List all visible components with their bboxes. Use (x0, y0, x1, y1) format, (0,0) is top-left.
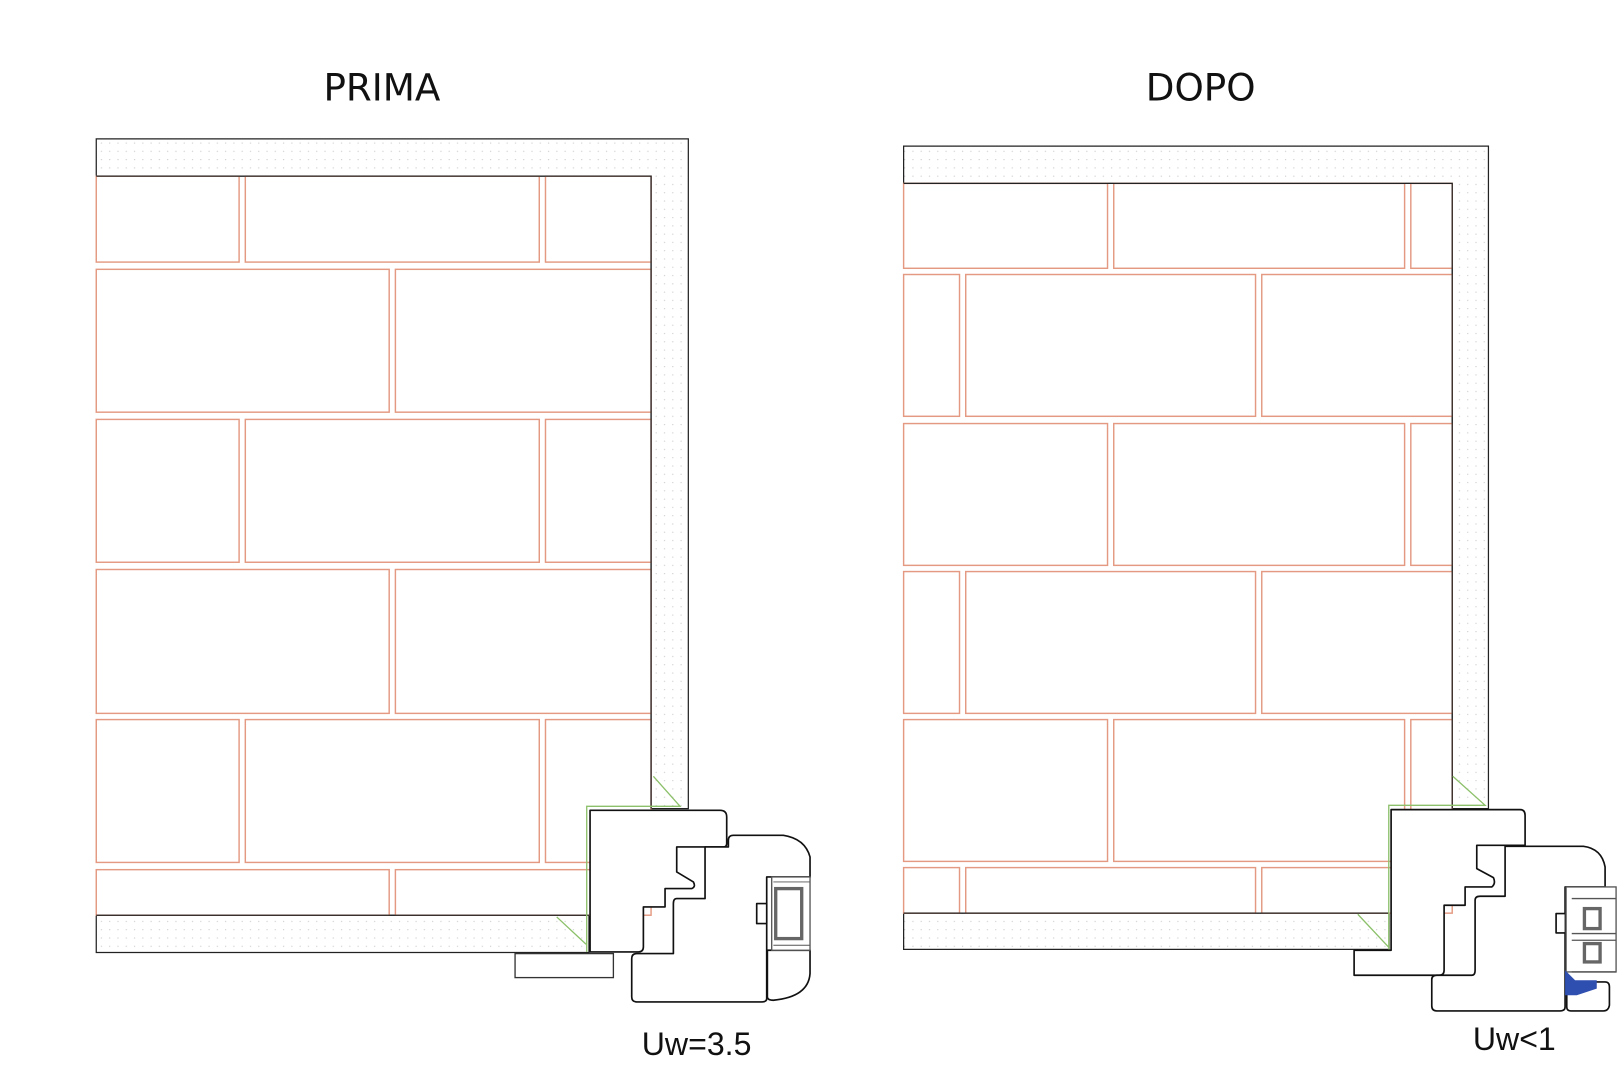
brick (95, 568, 390, 715)
brick (1410, 182, 1453, 270)
after-window-frame (1353, 775, 1617, 1012)
brick (1410, 422, 1453, 567)
brick (95, 268, 390, 413)
brick (965, 273, 1257, 418)
brick (394, 268, 652, 413)
after-title: DOPO (1146, 66, 1256, 110)
brick (902, 422, 1109, 567)
brick (902, 718, 1109, 863)
brick (1113, 182, 1406, 270)
before-window-frame (514, 775, 811, 1003)
after-panel: DOPO Uw<1 (902, 66, 1617, 1057)
brick (965, 866, 1257, 914)
brick (902, 570, 961, 715)
brick (95, 175, 240, 263)
brick (902, 182, 1109, 270)
brick (95, 718, 240, 864)
before-title: PRIMA (323, 66, 440, 110)
brick (95, 418, 240, 563)
brick (1261, 273, 1453, 418)
brick (244, 718, 540, 864)
brick (1113, 422, 1406, 567)
sill (514, 952, 615, 979)
brick (902, 866, 961, 914)
brick (544, 418, 652, 563)
gasket (1565, 970, 1597, 996)
brick (394, 568, 652, 715)
after-wall (902, 145, 1490, 950)
before-wall (95, 138, 689, 954)
brick (1261, 570, 1453, 715)
after-uw-value: Uw<1 (1473, 1021, 1556, 1057)
before-uw-value: Uw=3.5 (642, 1026, 752, 1062)
brick (1113, 718, 1406, 863)
brick (544, 175, 652, 263)
before-brick-pattern (95, 175, 652, 916)
before-panel: PRIMA Uw=3.5 (95, 66, 811, 1062)
brick (902, 273, 961, 418)
brick (244, 418, 540, 563)
brick (965, 570, 1257, 715)
seal-line (1357, 775, 1487, 951)
seal-line (556, 775, 682, 952)
brick (244, 175, 540, 263)
after-brick-pattern (902, 182, 1453, 914)
brick (95, 868, 390, 916)
